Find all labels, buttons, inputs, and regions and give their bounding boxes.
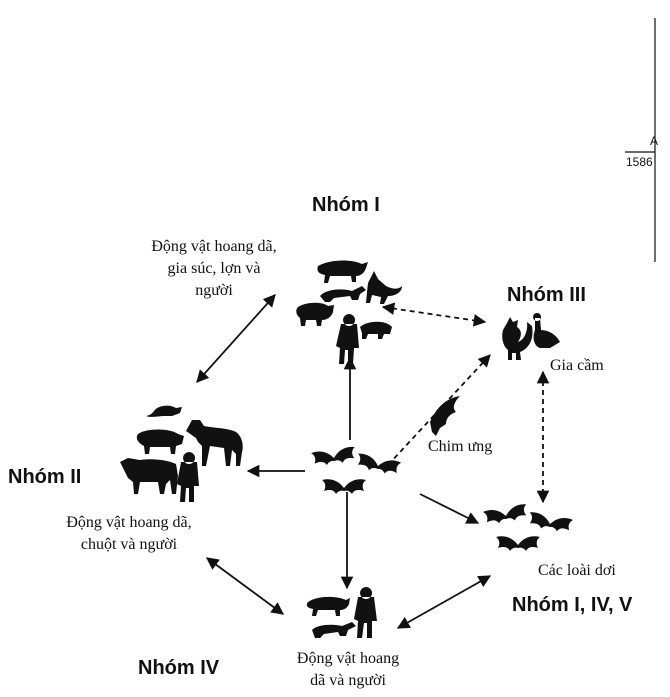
g2-desc-line1: Động vật hoang dã, — [66, 514, 192, 531]
person-icon — [336, 314, 359, 364]
g4-desc: Động vật hoang dã và người — [270, 648, 426, 692]
g4-desc-line1: Động vật hoang — [296, 650, 400, 667]
arrow-center-to-bats — [419, 493, 480, 524]
horse-icon — [186, 420, 243, 466]
g1-desc-line3: người — [195, 282, 233, 299]
pig-icon — [296, 302, 334, 326]
corner-table-header: A — [650, 134, 659, 148]
bats-desc: Các loài dơi — [538, 562, 616, 579]
g3-birds — [502, 313, 560, 360]
rat-icon — [146, 405, 182, 417]
arrow-g2-g4 — [205, 557, 285, 615]
arrow-g1-g2 — [196, 294, 276, 383]
rooster-icon — [502, 317, 533, 360]
arrow-g1-g3-dashed — [381, 302, 487, 327]
g1-desc: Động vật hoang dã, gia súc, lợn và người — [116, 236, 312, 302]
civet-icon — [320, 286, 366, 302]
bats-group — [482, 503, 574, 551]
g3-title: Nhóm III — [507, 284, 586, 306]
g2-desc: Động vật hoang dã, chuột và người — [18, 512, 240, 556]
g1-desc-line1: Động vật hoang dã, — [151, 238, 277, 255]
bats-title: Nhóm I, IV, V — [512, 594, 633, 616]
goose-icon — [533, 313, 560, 348]
person-icon-g2 — [177, 452, 199, 502]
fox-icon — [366, 271, 402, 304]
center-bats — [311, 446, 402, 494]
g4-title: Nhóm IV — [138, 657, 220, 679]
boar-icon — [136, 429, 184, 454]
g4-desc-line2: dã và người — [310, 672, 386, 689]
g2-desc-line2: chuột và người — [80, 536, 178, 553]
g1-desc-line2: gia súc, lợn và — [167, 260, 261, 277]
eagle-label: Chim ưng — [428, 438, 493, 455]
corner-table — [625, 18, 656, 262]
g2-title: Nhóm II — [8, 466, 82, 488]
g2-animals — [120, 405, 243, 502]
g3-desc: Gia cầm — [550, 357, 604, 374]
g1-animals — [296, 260, 402, 364]
badger-icon — [360, 321, 392, 339]
corner-table-value: 1586 — [626, 155, 653, 169]
cow-icon — [120, 458, 178, 494]
wild-dog-icon-g4 — [306, 596, 350, 616]
civet-icon-g4 — [312, 622, 356, 638]
eagle-icon — [430, 396, 460, 436]
g4-animals — [306, 587, 377, 638]
wild-dog-icon — [317, 260, 368, 283]
g1-title: Nhóm I — [312, 194, 380, 216]
arrow-g4-bats — [396, 575, 492, 629]
person-icon-g4 — [354, 587, 377, 638]
